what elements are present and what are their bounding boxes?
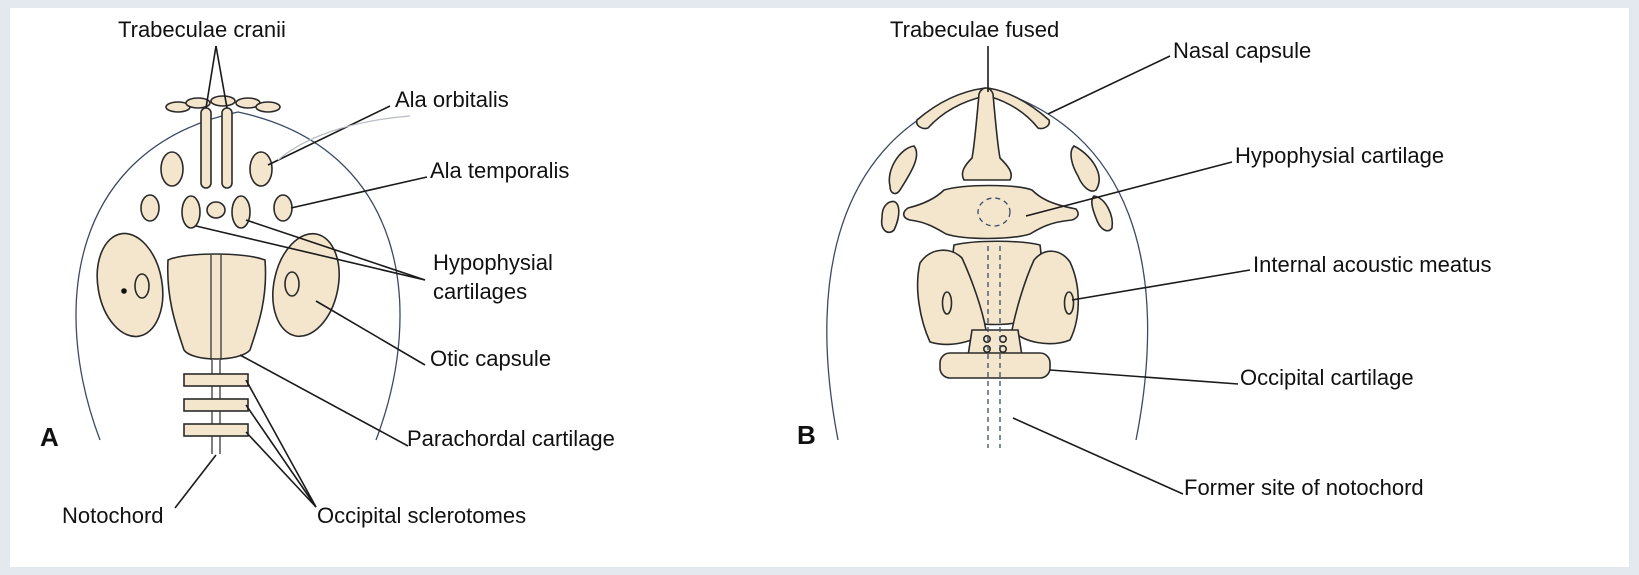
ala-orbitalis-right-shape [250, 152, 272, 186]
label-parachordal-cartilage: Parachordal cartilage [407, 426, 615, 451]
ala-temporalis-left-shape [141, 195, 159, 221]
panel-a: Trabeculae cranii Ala orbitalis Ala temp… [40, 17, 615, 528]
side-cartilage-right-shape [1092, 196, 1112, 231]
nasal-capsule-left-shape [889, 146, 916, 193]
panel-b: Trabeculae fused Nasal capsule Hypophysi… [797, 17, 1491, 500]
skull-development-diagram: Trabeculae cranii Ala orbitalis Ala temp… [10, 8, 1629, 567]
side-cartilage-left-shape [882, 201, 899, 232]
label-hypophysial-cartilage: Hypophysial cartilage [1235, 143, 1444, 168]
hypophysial-cartilage-shape [904, 186, 1078, 239]
ala-orbitalis-left-shape [161, 152, 183, 186]
hypophysial-cartilage-left-shape [182, 196, 200, 228]
label-notochord: Notochord [62, 503, 164, 528]
trabeculae-fused-shape [917, 88, 1050, 180]
ala-temporalis-right-shape [274, 195, 292, 221]
label-trabeculae-fused: Trabeculae fused [890, 17, 1059, 42]
label-nasal-capsule: Nasal capsule [1173, 38, 1311, 63]
panel-b-letter: B [797, 420, 816, 450]
hypophysial-cartilage-right-shape [232, 196, 250, 228]
label-trabeculae-cranii: Trabeculae cranii [118, 17, 286, 42]
occipital-sclerotomes-shape [184, 374, 248, 436]
label-internal-acoustic-meatus: Internal acoustic meatus [1253, 252, 1491, 277]
label-hypophysial-cartilages-line1: Hypophysial [433, 250, 553, 275]
label-otic-capsule: Otic capsule [430, 346, 551, 371]
label-former-site-of-notochord: Former site of notochord [1184, 475, 1424, 500]
label-occipital-cartilage: Occipital cartilage [1240, 365, 1414, 390]
nasal-capsule-right-shape [1071, 146, 1099, 191]
label-ala-orbitalis: Ala orbitalis [395, 87, 509, 112]
parachordal-cartilage-shape [168, 254, 266, 360]
label-hypophysial-cartilages-line2: cartilages [433, 279, 527, 304]
label-ala-temporalis: Ala temporalis [430, 158, 569, 183]
otic-capsule-left-shape [89, 228, 170, 342]
hypophysial-center-shape [207, 202, 225, 218]
figure-panel: Trabeculae cranii Ala orbitalis Ala temp… [10, 8, 1629, 567]
panel-a-letter: A [40, 422, 59, 452]
label-occipital-sclerotomes: Occipital sclerotomes [317, 503, 526, 528]
